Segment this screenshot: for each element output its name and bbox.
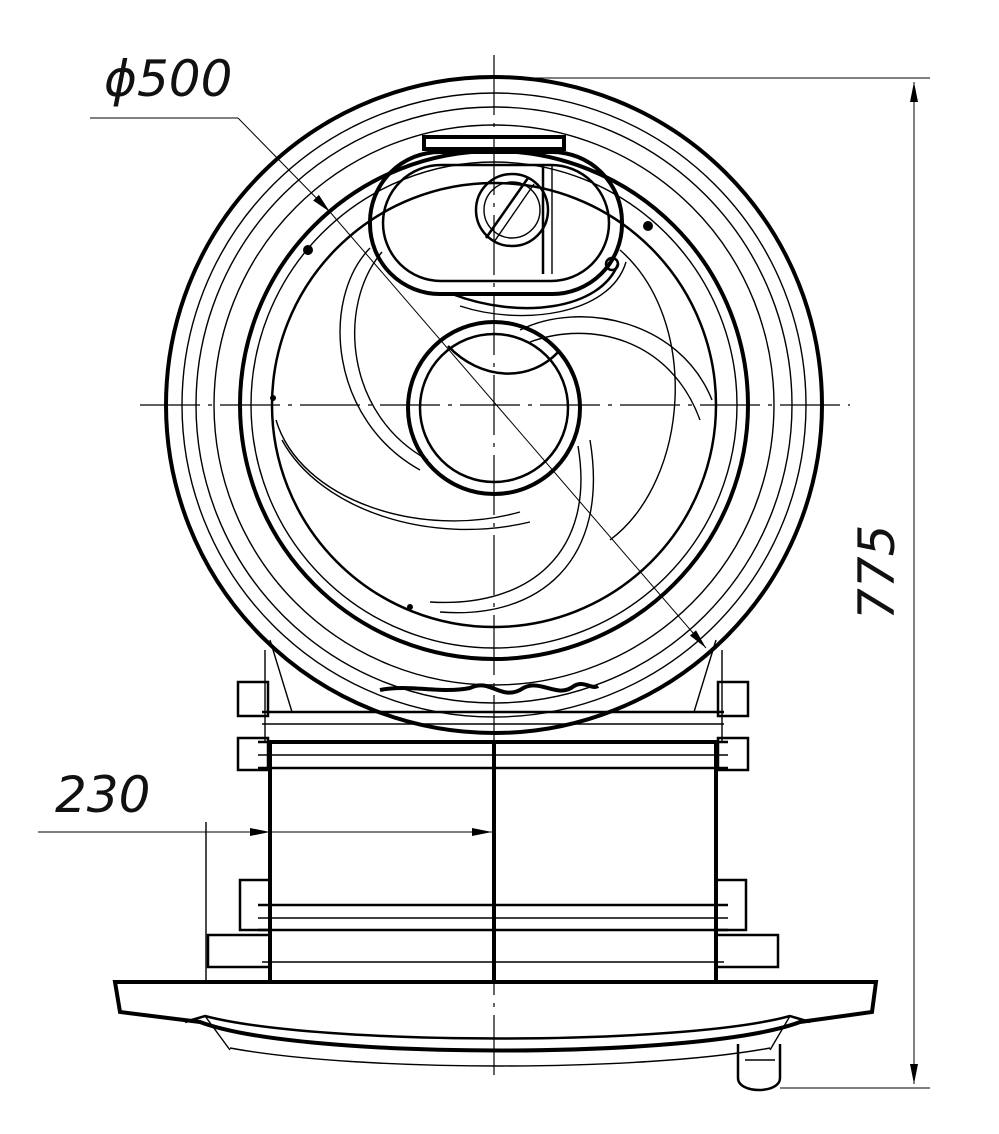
height-label: 775 [848,525,906,620]
center-lines [140,55,850,1080]
diameter-dimension: ϕ500 [90,50,707,649]
width-dimension: 230 [38,766,492,836]
diameter-label: ϕ500 [104,50,232,108]
width-label: 230 [55,766,150,824]
signature-mark [379,682,600,695]
height-dimension: 775 [500,77,930,1089]
